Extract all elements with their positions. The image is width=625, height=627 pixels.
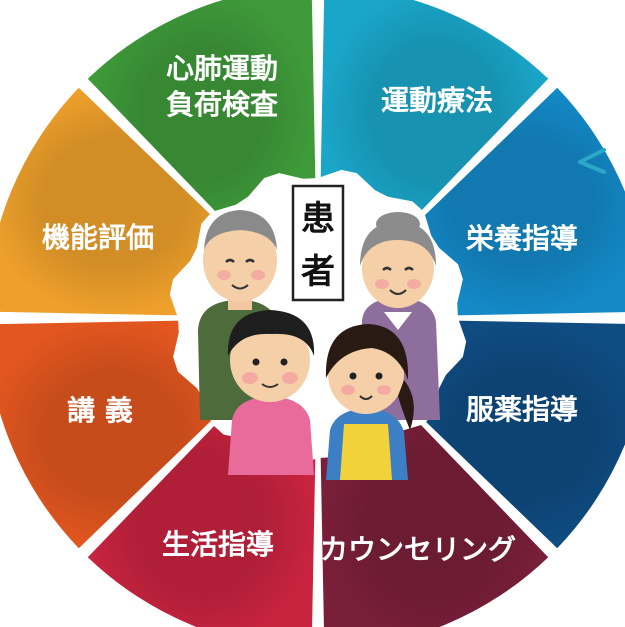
arrow-icon — [578, 148, 606, 174]
segment-label-nutrition: 栄養指導 — [466, 222, 578, 255]
segment-shade-cardiopulmonary — [87, 0, 316, 239]
girl-figure — [325, 324, 414, 480]
segment-label-counseling: カウンセリング — [320, 533, 516, 566]
patient-label-box: 患 者 — [291, 184, 345, 302]
boy-figure — [227, 310, 315, 475]
segment-label-cardiopulmonary-line2: 負荷検査 — [166, 88, 278, 121]
segment-shade-nutrition — [397, 87, 625, 316]
segment-shade-function — [0, 87, 239, 316]
segment-label-lecture: 講 義 — [67, 394, 133, 427]
patient-label-line2: 者 — [301, 252, 335, 292]
segment-label-cardiopulmonary: 心肺運動 — [166, 52, 278, 85]
segment-label-exercise: 運動療法 — [381, 84, 493, 117]
segment-label-lifestyle: 生活指導 — [162, 528, 274, 561]
patient-family-illustration — [198, 210, 440, 480]
patient-label-line1: 患 — [301, 199, 335, 239]
segment-label-function: 機能評価 — [42, 221, 154, 254]
segment-shade-exercise — [320, 0, 549, 239]
segment-shade-lecture — [0, 320, 239, 549]
segment-shade-medication — [397, 320, 625, 549]
segment-label-medication: 服薬指導 — [466, 393, 578, 426]
